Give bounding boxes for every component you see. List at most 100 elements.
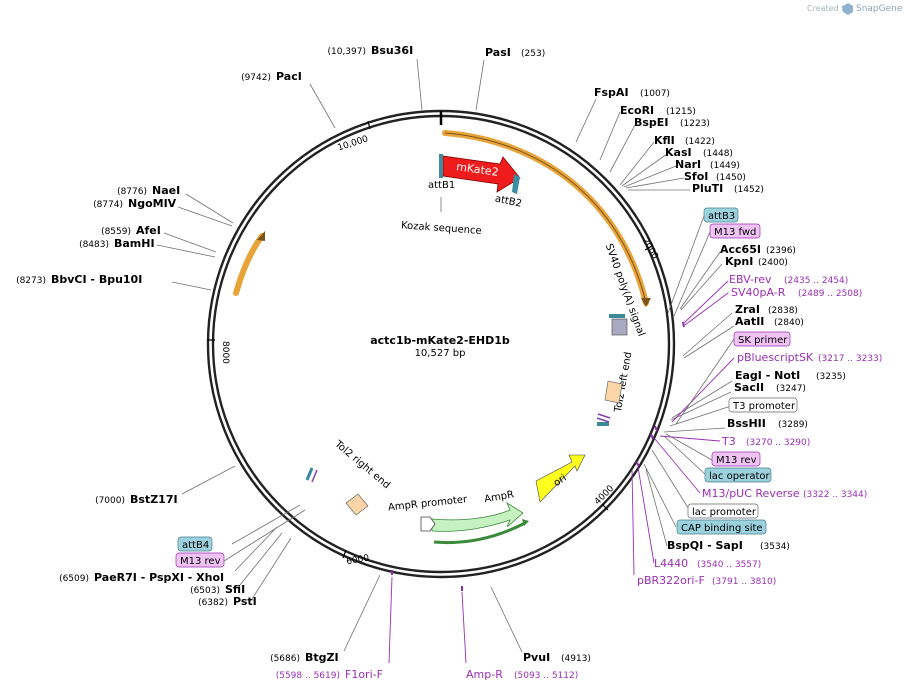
pbluescriptsk-pos: (3217 .. 3233): [818, 354, 882, 364]
f1ori-f-primer[interactable]: F1ori-F: [345, 668, 383, 681]
bstz17i-site[interactable]: BstZ17I: [130, 493, 178, 506]
ampr-orf-arc: [433, 521, 526, 545]
amp-r-pos: (5093 .. 5112): [514, 671, 578, 681]
attb4-box[interactable]: attB4: [177, 536, 213, 552]
snapgene-logo-icon: [843, 3, 853, 15]
tol2-right-primer-mark: [311, 469, 318, 483]
pluti-site[interactable]: PluTI: [692, 182, 723, 195]
bsu36i-site[interactable]: Bsu36I: [371, 44, 413, 57]
sfoi-pos: (1450): [716, 173, 746, 183]
tick-marks: [207, 120, 653, 559]
sfii-site[interactable]: SfiI: [225, 583, 245, 596]
t3-pos: (3270 .. 3290): [746, 438, 810, 448]
fspai-pos: (1007): [640, 89, 670, 99]
bstz17i-pos: (7000): [95, 496, 125, 506]
sk-primer-box[interactable]: SK primer: [733, 331, 791, 347]
pasi-site[interactable]: PasI: [485, 46, 511, 59]
f1ori-f-pos: (5598 .. 5619): [276, 671, 340, 681]
aatii-site[interactable]: AatII: [735, 315, 764, 328]
ebv-rev-primer[interactable]: EBV-rev: [729, 273, 772, 286]
l4440-primer[interactable]: L4440: [654, 557, 688, 570]
bspqi-sapi-site[interactable]: BspQI - SapI: [667, 539, 743, 552]
tol2-left-feature[interactable]: [604, 380, 623, 404]
sfoi-site[interactable]: SfoI: [684, 170, 708, 183]
enzyme-leaders: [156, 58, 735, 653]
paer7i-pspxi-xhoi-site[interactable]: PaeR7I - PspXI - XhoI: [94, 571, 224, 584]
fspai-site[interactable]: FspAI: [594, 86, 629, 99]
ngomiv-pos: (8774): [93, 200, 123, 210]
zrai-site[interactable]: ZraI: [735, 303, 760, 316]
bamhi-site[interactable]: BamHI: [114, 237, 155, 250]
tol2-right-feature[interactable]: [345, 493, 369, 516]
aatii-pos: (2840): [774, 318, 804, 328]
acc65i-site[interactable]: Acc65I: [720, 243, 761, 256]
cap-binding-site-box[interactable]: CAP binding site: [676, 519, 767, 535]
bsshii-site[interactable]: BssHII: [727, 417, 766, 430]
ampr-feature[interactable]: [431, 501, 524, 532]
tick-6000: 6000: [346, 553, 371, 567]
tol2-left-site-bar: [597, 422, 609, 426]
sv40-polya-feature[interactable]: [611, 318, 628, 336]
kasi-pos: (1448): [703, 149, 733, 159]
pbluescriptsk-primer[interactable]: pBluescriptSK: [737, 351, 814, 364]
afei-pos: (8559): [101, 227, 131, 237]
btgzi-site[interactable]: BtgZI: [305, 651, 339, 664]
kasi-site[interactable]: KasI: [665, 146, 692, 159]
pvui-site[interactable]: PvuI: [523, 651, 550, 664]
tick-2000: 2000: [640, 236, 660, 261]
bspei-site[interactable]: BspEI: [634, 116, 668, 129]
cap-binding-site-box-label: CAP binding site: [681, 523, 763, 534]
t3-promoter-box[interactable]: T3 promoter: [728, 397, 798, 413]
pbr322ori-f-primer[interactable]: pBR322ori-F: [637, 574, 705, 587]
ampr-orf-arrow-icon: [522, 519, 529, 526]
ngomiv-site[interactable]: NgoMIV: [128, 197, 177, 210]
attb1-feature[interactable]: [439, 154, 443, 178]
mkate2-feature[interactable]: [442, 155, 521, 193]
ampr-promoter-feature[interactable]: [420, 516, 436, 532]
acc65i-pos: (2396): [766, 246, 796, 256]
t3-promoter-box-label: T3 promoter: [732, 401, 796, 412]
kozak-label: Kozak sequence: [401, 220, 482, 237]
ecori-site[interactable]: EcoRI: [620, 104, 654, 117]
ori-feature[interactable]: [535, 454, 586, 503]
pasi-pos: (253): [521, 49, 545, 59]
ampr-label: AmpR: [484, 489, 515, 505]
m13-fwd-box[interactable]: M13 fwd: [709, 223, 761, 239]
pbr322ori-f-pos: (3791 .. 3810): [712, 577, 776, 587]
psti-pos: (6382): [198, 598, 228, 608]
lac-operator-box[interactable]: lac operator: [704, 467, 772, 483]
orf-arrow-left-icon: [257, 231, 265, 241]
t3-primer[interactable]: T3: [721, 435, 736, 448]
sacii-site[interactable]: SacII: [734, 381, 764, 394]
bbvci-pos: (8273): [16, 276, 46, 286]
kpni-site[interactable]: KpnI: [725, 255, 753, 268]
lac-promoter-box[interactable]: lac promoter: [687, 503, 759, 519]
m13-rev-box-left[interactable]: M13 rev: [175, 552, 225, 568]
m13-rev-box-right[interactable]: M13 rev: [711, 451, 761, 467]
attb2-feature[interactable]: [512, 174, 520, 194]
bbvci-bpu10i-site[interactable]: BbvCI - Bpu10I: [51, 273, 142, 286]
ampr-promoter-label: AmpR promoter: [388, 494, 469, 513]
orf-arrow-top-icon: [641, 298, 651, 307]
afei-site[interactable]: AfeI: [136, 224, 161, 237]
attb3-box[interactable]: attB3: [703, 207, 739, 223]
btgzi-pos: (5686): [270, 654, 300, 664]
pluti-pos: (1452): [734, 185, 764, 195]
naei-site[interactable]: NaeI: [152, 184, 180, 197]
credit-brand: SnapGene: [856, 4, 903, 14]
tick-10000: 10,000: [336, 134, 369, 153]
nari-site[interactable]: NarI: [675, 158, 701, 171]
sv40pa-r-primer[interactable]: SV40pA-R: [731, 286, 786, 299]
attb1-label: attB1: [428, 180, 455, 191]
tol2-right-site-bar: [305, 467, 314, 481]
paci-site[interactable]: PacI: [276, 70, 302, 83]
m13-puc-reverse-primer[interactable]: M13/pUC Reverse: [702, 487, 800, 500]
kfli-site[interactable]: KflI: [654, 134, 675, 147]
ecori-pos: (1215): [666, 107, 696, 117]
sv40-site-bar: [609, 314, 625, 318]
pvui-pos: (4913): [561, 654, 591, 664]
psti-site[interactable]: PstI: [233, 595, 257, 608]
eagi-noti-site[interactable]: EagI - NotI: [735, 369, 800, 382]
nari-pos: (1449): [710, 161, 740, 171]
amp-r-primer[interactable]: Amp-R: [466, 668, 503, 681]
